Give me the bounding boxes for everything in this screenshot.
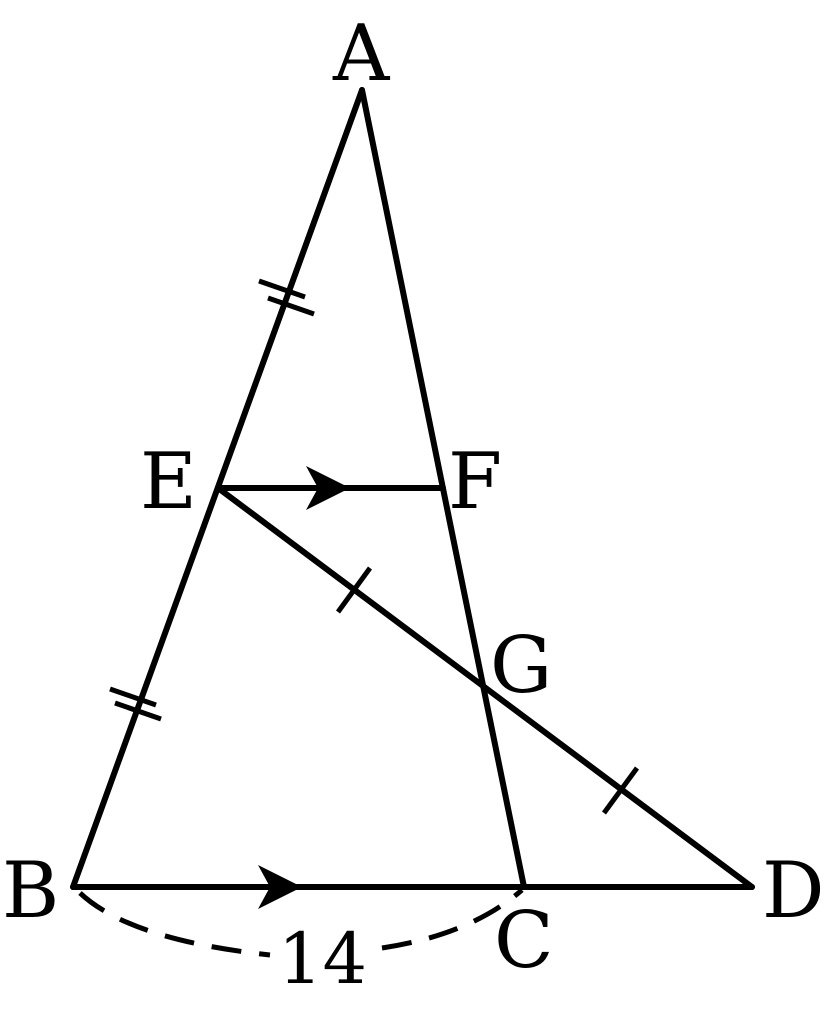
parallel-arrow-ef: [306, 466, 350, 510]
point-label-c: C: [494, 896, 554, 986]
single-tick-gd: [601, 766, 640, 815]
point-label-f: F: [448, 437, 502, 527]
point-label-d: D: [762, 846, 825, 936]
measure-arc-bc: [78, 891, 271, 958]
point-label-a: A: [332, 9, 391, 99]
measure-arc-bc-right: [381, 888, 524, 951]
double-tick-eb-2: [114, 700, 162, 722]
point-label-b: B: [2, 846, 59, 936]
single-tick-eg: [335, 566, 373, 614]
point-label-e: E: [140, 437, 197, 527]
parallel-arrow-bc: [258, 865, 302, 909]
double-tick-ae-2: [267, 295, 315, 317]
length-label-bc: 14: [278, 918, 367, 1000]
point-label-g: G: [490, 621, 552, 711]
double-tick-eb-1: [109, 686, 157, 708]
segment-ed: [215, 485, 755, 890]
double-tick-ae-1: [258, 278, 306, 300]
